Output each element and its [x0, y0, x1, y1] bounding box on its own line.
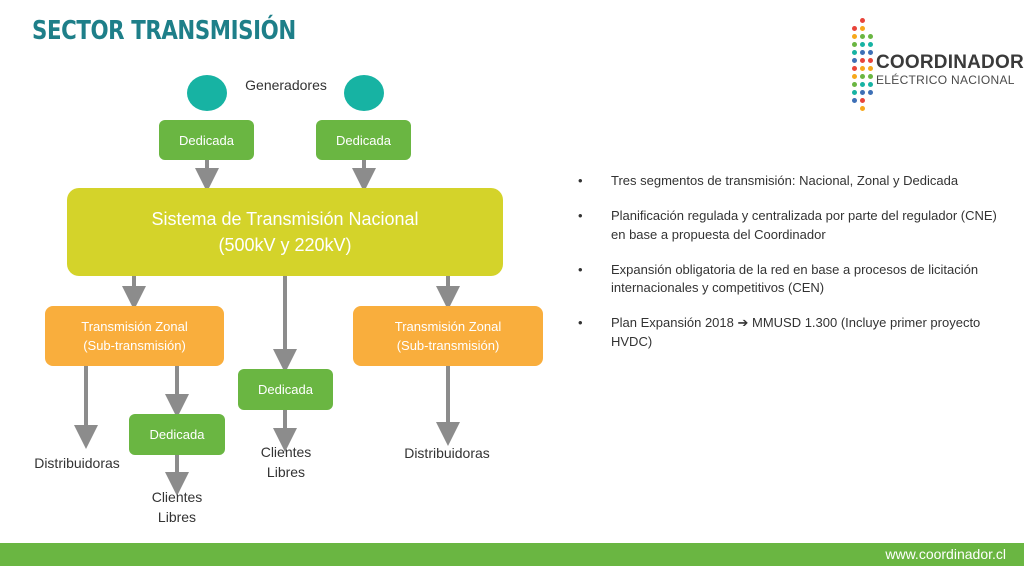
logo-dot-icon: [868, 58, 873, 63]
logo-dot-icon: [852, 34, 857, 39]
logo-dot-icon: [852, 50, 857, 55]
logo-dot-icon: [852, 42, 857, 47]
bullet-item: Planificación regulada y centralizada po…: [578, 207, 998, 245]
clientes-libres-mid-label: Clientes Libres: [246, 442, 326, 483]
logo-dot-icon: [860, 50, 865, 55]
logo-dot-icon: [860, 98, 865, 103]
logo-dot-icon: [852, 74, 857, 79]
logo-dot-icon: [868, 34, 873, 39]
logo-dot-icon: [860, 74, 865, 79]
logo-dot-icon: [868, 90, 873, 95]
bullet-item: Tres segmentos de transmisión: Nacional,…: [578, 172, 998, 191]
logo-dot-icon: [860, 58, 865, 63]
distribuidoras-left-label: Distribuidoras: [34, 455, 120, 471]
dedicada-left-box: Dedicada: [159, 120, 254, 160]
logo-dot-icon: [868, 66, 873, 71]
logo-dot-icon: [868, 42, 873, 47]
zonal-left-subtitle: (Sub-transmisión): [83, 338, 186, 353]
coordinador-logo: COORDINADOR ELÉCTRICO NACIONAL: [850, 18, 1024, 118]
footer-bar: www.coordinador.cl: [0, 543, 1024, 566]
national-system-title: Sistema de Transmisión Nacional: [151, 208, 419, 229]
footer-url-link[interactable]: www.coordinador.cl: [885, 546, 1006, 562]
zonal-right-title: Transmisión Zonal: [394, 318, 502, 334]
logo-dot-icon: [852, 98, 857, 103]
national-system-voltage: (500kV y 220kV): [218, 235, 352, 255]
clientes-bottom-line2: Libres: [157, 509, 197, 526]
logo-title: COORDINADOR: [876, 52, 1024, 73]
national-system-box: Sistema de Transmisión Nacional (500kV y…: [67, 188, 503, 276]
logo-dot-icon: [860, 34, 865, 39]
logo-dot-icon: [852, 82, 857, 87]
logo-dot-icon: [852, 26, 857, 31]
logo-dot-icon: [860, 82, 865, 87]
zonal-right-subtitle: (Sub-transmisión): [396, 338, 500, 353]
logo-dot-icon: [860, 18, 865, 23]
dedicada-bottom-box: Dedicada: [129, 414, 225, 455]
logo-dot-icon: [860, 26, 865, 31]
zonal-right-box: Transmisión Zonal (Sub-transmisión): [353, 306, 543, 366]
zonal-left-title: Transmisión Zonal: [81, 318, 188, 334]
logo-dot-icon: [860, 90, 865, 95]
logo-subtitle: ELÉCTRICO NACIONAL: [876, 73, 1015, 87]
logo-dot-icon: [860, 42, 865, 47]
logo-dot-icon: [868, 82, 873, 87]
bullet-item: Expansión obligatoria de la red en base …: [578, 261, 998, 299]
dedicada-mid-box: Dedicada: [238, 369, 333, 410]
bullet-item: Plan Expansión 2018 ➔ MMUSD 1.300 (Inclu…: [578, 314, 998, 352]
generator-right-icon: [344, 75, 384, 111]
clientes-bottom-line1: Clientes: [151, 489, 203, 505]
bullet-list: Tres segmentos de transmisión: Nacional,…: [578, 172, 998, 368]
logo-dot-icon: [868, 50, 873, 55]
logo-dot-icon: [868, 74, 873, 79]
logo-dot-icon: [860, 66, 865, 71]
clientes-libres-bottom-label: Clientes Libres: [137, 487, 217, 528]
generator-left-icon: [187, 75, 227, 111]
logo-dot-icon: [852, 90, 857, 95]
distribuidoras-right-label: Distribuidoras: [404, 445, 490, 461]
logo-dot-icon: [852, 58, 857, 63]
dedicada-right-box: Dedicada: [316, 120, 411, 160]
logo-dot-icon: [860, 106, 865, 111]
generators-label: Generadores: [245, 77, 327, 93]
clientes-mid-line2: Libres: [266, 464, 306, 481]
logo-dot-icon: [852, 66, 857, 71]
page-title: SECTOR TRANSMISIÓN: [32, 16, 296, 46]
clientes-mid-line1: Clientes: [260, 444, 312, 460]
zonal-left-box: Transmisión Zonal (Sub-transmisión): [45, 306, 224, 366]
